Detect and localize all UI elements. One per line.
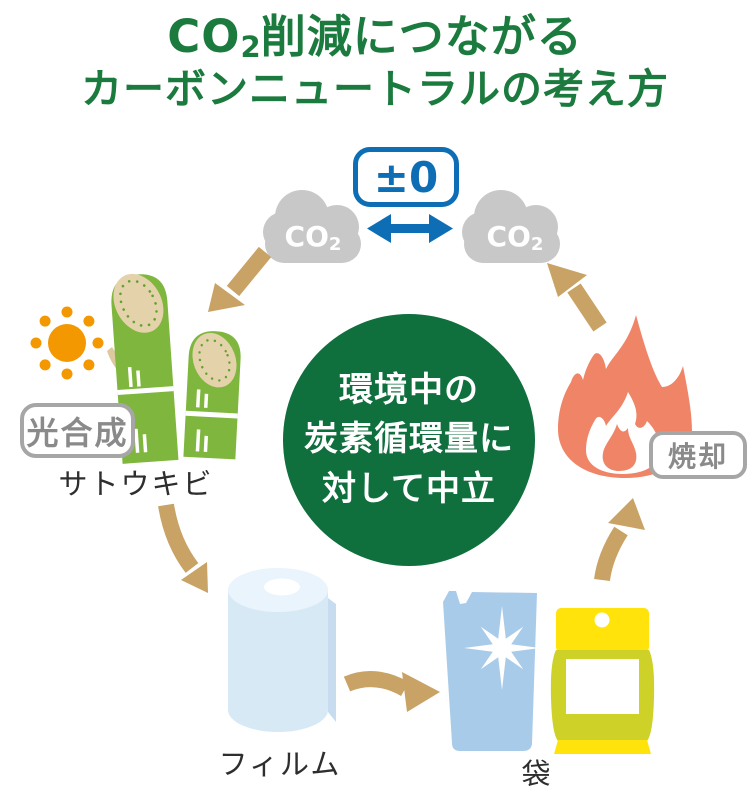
- center-circle: 環境中の 炭素循環量に 対して中立: [283, 314, 535, 566]
- title-co: CO: [167, 10, 241, 63]
- co2-right-text: CO: [486, 220, 531, 253]
- co2-left-text: CO: [284, 220, 329, 253]
- arrow-flame-to-co2-icon: [547, 263, 607, 332]
- cycle-arrows: [158, 246, 645, 712]
- co2-left-subscript: 2: [328, 234, 342, 255]
- co2-label-right: CO2: [469, 220, 561, 255]
- photosynthesis-tag: 光合成: [20, 403, 135, 458]
- page-title: CO2削減につながる カーボンニュートラルの考え方: [0, 10, 750, 114]
- title-line-2: カーボンニュートラルの考え方: [81, 64, 669, 113]
- sugarcane-label: サトウキビ: [58, 467, 214, 501]
- film-label: フィルム: [218, 747, 342, 781]
- title-line-1-text: 削減につながる: [260, 10, 583, 63]
- co2-label-left: CO2: [267, 220, 359, 255]
- arrow-sugarcane-to-film-icon: [158, 503, 208, 593]
- co2-cloud-left-icon: [263, 190, 361, 263]
- film-roll-icon: [228, 568, 336, 732]
- sparkle-icon: [464, 606, 540, 690]
- circle-line-1: 環境中の: [339, 370, 479, 411]
- circle-line-3: 対して中立: [322, 468, 496, 509]
- incineration-tag: 焼却: [649, 431, 747, 479]
- snack-bag-icon: [550, 608, 655, 754]
- title-line-1: CO2削減につながる: [0, 10, 750, 65]
- arrow-co2-to-sugarcane-icon: [208, 246, 272, 312]
- circle-line-2: 炭素循環量に: [304, 419, 514, 460]
- plus-minus-zero-badge: ±0: [353, 147, 459, 207]
- double-arrow-icon: [367, 214, 453, 243]
- arrow-bag-to-flame-icon: [594, 498, 645, 582]
- bag-label: 袋: [521, 757, 553, 791]
- pouch-icon: [443, 591, 540, 751]
- sun-icon: [30, 306, 104, 380]
- title-co-subscript: 2: [240, 30, 261, 64]
- co2-right-subscript: 2: [530, 234, 544, 255]
- arrow-film-to-bag-icon: [343, 671, 440, 712]
